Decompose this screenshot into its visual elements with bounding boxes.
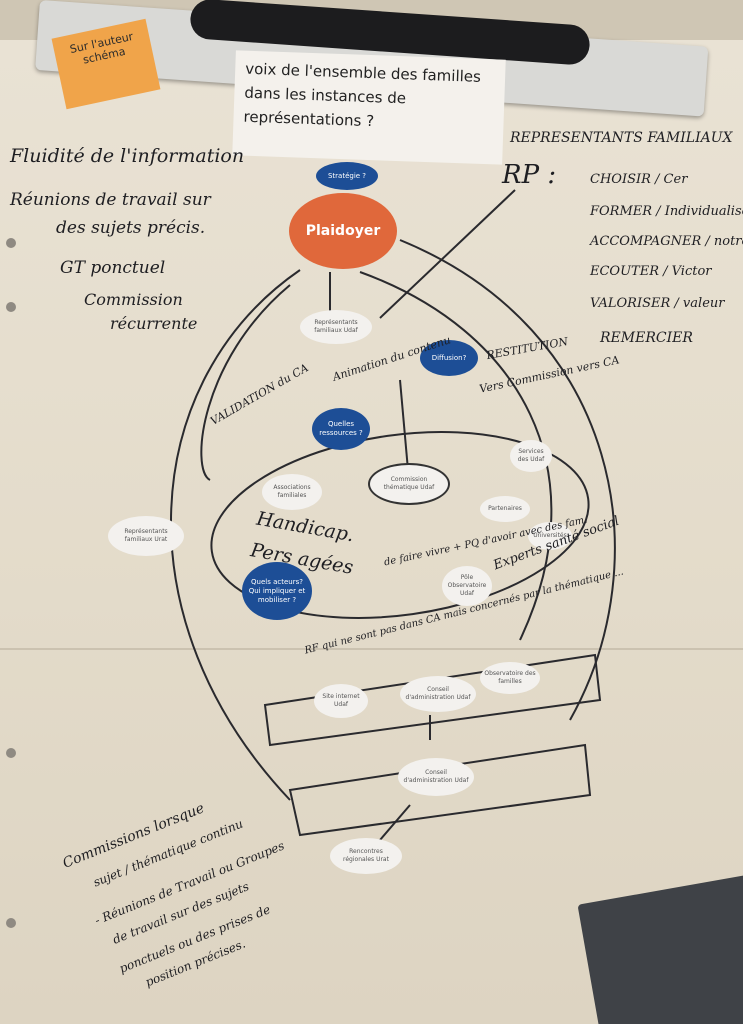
- note-reunions: Réunions de travail sur: [10, 190, 211, 210]
- note-representants-title: REPRESENTANTS FAMILIAUX: [510, 130, 733, 146]
- note-right-item: ECOUTER / Victor: [590, 264, 712, 279]
- representants-urat-oval: Représentants familiaux Urat: [108, 516, 184, 556]
- quelles-ressources-oval: Quelles ressources ?: [312, 408, 370, 450]
- pole-observatoire-oval: Pôle Observatoire Udaf: [442, 566, 492, 606]
- rencontres-regionales-oval: Rencontres régionales Urat: [330, 838, 402, 874]
- plaidoyer-oval: Plaidoyer: [289, 193, 397, 269]
- partenaires-oval: Partenaires: [480, 496, 530, 522]
- note-right-item: CHOISIR / Cer: [590, 172, 688, 187]
- binder-hole: [6, 238, 16, 248]
- observatoire-familles-oval: Observatoire des familles: [480, 662, 540, 694]
- services-oval: Services des Udaf: [510, 440, 552, 472]
- binder-hole: [6, 748, 16, 758]
- quels-acteurs-oval: Quels acteurs? Qui impliquer et mobilise…: [242, 562, 312, 620]
- note-rp: RP :: [502, 160, 557, 190]
- note-fluidite: Fluidité de l'information: [10, 145, 245, 167]
- note-right-item: VALORISER / valeur: [590, 296, 725, 311]
- universites-oval: Universités: [528, 522, 572, 550]
- note-right-item: FORMER / Individualiser: [590, 204, 743, 219]
- note-commission: Commission: [84, 290, 183, 309]
- conseil-administration-oval: Conseil d'administration Udaf: [398, 758, 474, 796]
- note-recurrente: récurrente: [110, 314, 198, 333]
- diffusion-oval: Diffusion?: [420, 340, 478, 376]
- site-internet-oval: Site internet Udaf: [314, 684, 368, 718]
- note-right-item: REMERCIER: [600, 330, 693, 346]
- binder-hole: [6, 918, 16, 928]
- conseil-administration-oval: Conseil d'administration Udaf: [400, 676, 476, 712]
- binder-hole: [6, 302, 16, 312]
- note-right-item: ACCOMPAGNER / notre: [590, 234, 743, 249]
- commission-oval: Commission thématique Udaf: [368, 463, 450, 505]
- representants-udaf-oval: Représentants familiaux Udaf: [300, 310, 372, 344]
- note-sujets: des sujets précis.: [56, 218, 206, 238]
- strategie-oval: Stratégie ?: [316, 162, 378, 190]
- paper-fold: [0, 648, 743, 650]
- note-gt: GT ponctuel: [60, 258, 166, 278]
- associations-oval: Associations familiales: [262, 474, 322, 510]
